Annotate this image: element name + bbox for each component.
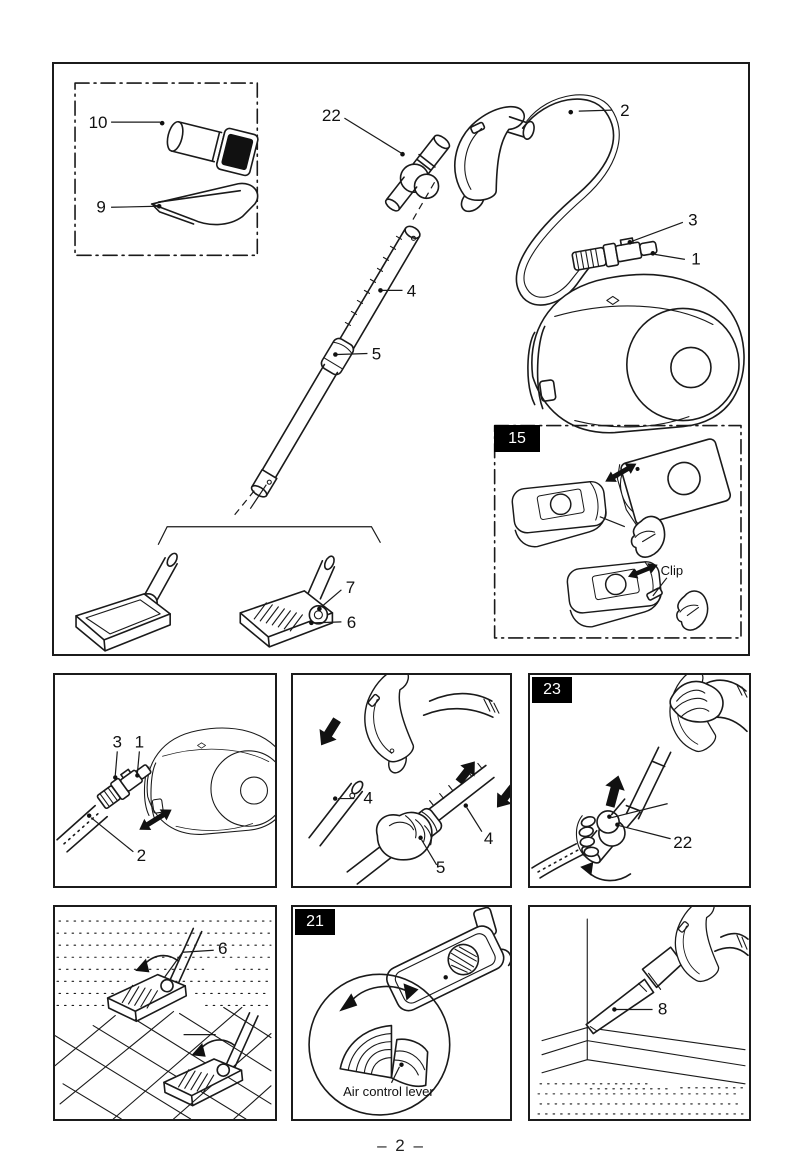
wand-assembly-panel: 4 4 5 bbox=[291, 673, 512, 888]
part-label-7: 7 bbox=[346, 578, 355, 597]
hose-end-drawing bbox=[56, 764, 152, 853]
hose-connector-drawing bbox=[571, 237, 658, 271]
air-control-lever-caption: Air control lever bbox=[343, 1084, 434, 1099]
parts-overview-illustration: 10 9 22 bbox=[74, 82, 745, 652]
part-label-5: 5 bbox=[436, 858, 446, 877]
floor-nozzle-panel: 6 bbox=[53, 905, 277, 1121]
handle-drawing bbox=[453, 105, 535, 213]
magnifier-circle bbox=[308, 973, 451, 1116]
hose-attach-panel: 3 1 2 bbox=[53, 673, 277, 888]
bag-cassette-drawing bbox=[511, 480, 607, 548]
insert-arrow-down bbox=[319, 717, 341, 746]
insert-arrow bbox=[139, 809, 172, 831]
hand-on-handle-drawing bbox=[669, 679, 748, 733]
nozzle-fork-bracket bbox=[157, 484, 381, 546]
wall-corner bbox=[541, 918, 746, 1085]
air-lever-illustration: Air control lever bbox=[308, 907, 510, 1116]
hose-stub bbox=[531, 842, 588, 879]
part-label-2: 2 bbox=[137, 846, 147, 865]
tile-grid bbox=[55, 1006, 272, 1119]
part-label-4-handle: 4 bbox=[363, 789, 373, 808]
hand-drawing bbox=[375, 811, 433, 861]
crevice-use-illustration: 8 bbox=[537, 907, 749, 1115]
upper-tube bbox=[625, 746, 672, 820]
part-label-4: 4 bbox=[407, 281, 416, 300]
part-label-1: 1 bbox=[135, 732, 145, 751]
part-label-6: 6 bbox=[347, 613, 356, 632]
crevice-tool-drawing bbox=[585, 946, 684, 1035]
part-label-2: 2 bbox=[620, 101, 629, 120]
part-label-3: 3 bbox=[688, 210, 697, 229]
hose-stub bbox=[714, 932, 749, 957]
upholstery-nozzle-drawing bbox=[150, 182, 259, 226]
hose-drawing bbox=[515, 94, 658, 306]
part-label-6: 6 bbox=[218, 939, 228, 958]
pull-arrow bbox=[627, 563, 658, 579]
part-label-4-tube: 4 bbox=[484, 829, 494, 848]
air-lever-badge: 21 bbox=[295, 909, 335, 935]
part-label-3: 3 bbox=[113, 732, 123, 751]
air-lever-panel: 21 Air control lever bbox=[291, 905, 512, 1121]
clip-label: Clip bbox=[661, 563, 683, 578]
crevice-use-panel: 8 bbox=[528, 905, 751, 1121]
retract-arrow bbox=[496, 784, 510, 808]
assembly-dash-leaders bbox=[231, 181, 436, 519]
part-label-5: 5 bbox=[372, 345, 381, 364]
part-label-1: 1 bbox=[691, 249, 700, 268]
swivel-use-illustration: 22 bbox=[531, 675, 748, 882]
turbo-nozzle-drawing bbox=[386, 907, 510, 1012]
swivel-use-panel: 23 bbox=[528, 673, 751, 888]
vacuum-body-drawing bbox=[527, 273, 745, 434]
hand-drawing bbox=[575, 815, 600, 858]
floor-nozzle-illustration: 6 bbox=[55, 920, 272, 1119]
carpet-texture bbox=[56, 920, 272, 1007]
vacuum-body-drawing bbox=[143, 727, 275, 835]
floor-nozzle-tile-drawing bbox=[163, 1011, 259, 1107]
telescopic-wand-drawing bbox=[250, 225, 421, 498]
part-label-22: 22 bbox=[673, 833, 692, 852]
carpet-texture bbox=[537, 1083, 744, 1115]
handle-drawing bbox=[364, 675, 414, 774]
parts-overview-panel: 15 10 9 bbox=[52, 62, 750, 656]
paper-bag-drawing bbox=[616, 438, 732, 527]
turbo-nozzle-drawing bbox=[239, 555, 336, 648]
page-number: – 2 – bbox=[377, 1136, 425, 1155]
dusting-brush-drawing bbox=[166, 120, 259, 177]
combi-nozzle-drawing bbox=[75, 552, 178, 652]
pull-arrow bbox=[605, 463, 637, 482]
hand-drawing bbox=[630, 515, 666, 558]
extend-arrow bbox=[455, 761, 475, 785]
part-label-9: 9 bbox=[96, 197, 105, 216]
handle-drawing bbox=[674, 907, 720, 983]
part-label-22: 22 bbox=[322, 106, 341, 125]
wand-assembly-illustration: 4 4 5 bbox=[308, 675, 510, 885]
swivel-joint-drawing bbox=[384, 134, 451, 212]
wand-telescope-drawing bbox=[346, 762, 495, 885]
part-label-10: 10 bbox=[89, 113, 108, 132]
rotate-arrow bbox=[587, 871, 632, 882]
floor-nozzle-carpet-drawing bbox=[106, 927, 203, 1023]
dustbag-inset-box: Clip bbox=[493, 424, 742, 639]
swivel-use-badge: 23 bbox=[532, 677, 572, 703]
lift-arrow bbox=[605, 775, 625, 808]
part-label-8: 8 bbox=[658, 1000, 668, 1019]
air-lever-drawing bbox=[339, 1024, 429, 1088]
wand-upper-end-drawing bbox=[308, 780, 364, 847]
hose-attach-illustration: 3 1 2 bbox=[56, 727, 275, 865]
hand-drawing bbox=[676, 590, 709, 631]
dustbag-inset-badge: 15 bbox=[494, 425, 540, 452]
hose-stub bbox=[422, 692, 494, 719]
accessory-inset-box: 10 9 bbox=[74, 82, 259, 257]
